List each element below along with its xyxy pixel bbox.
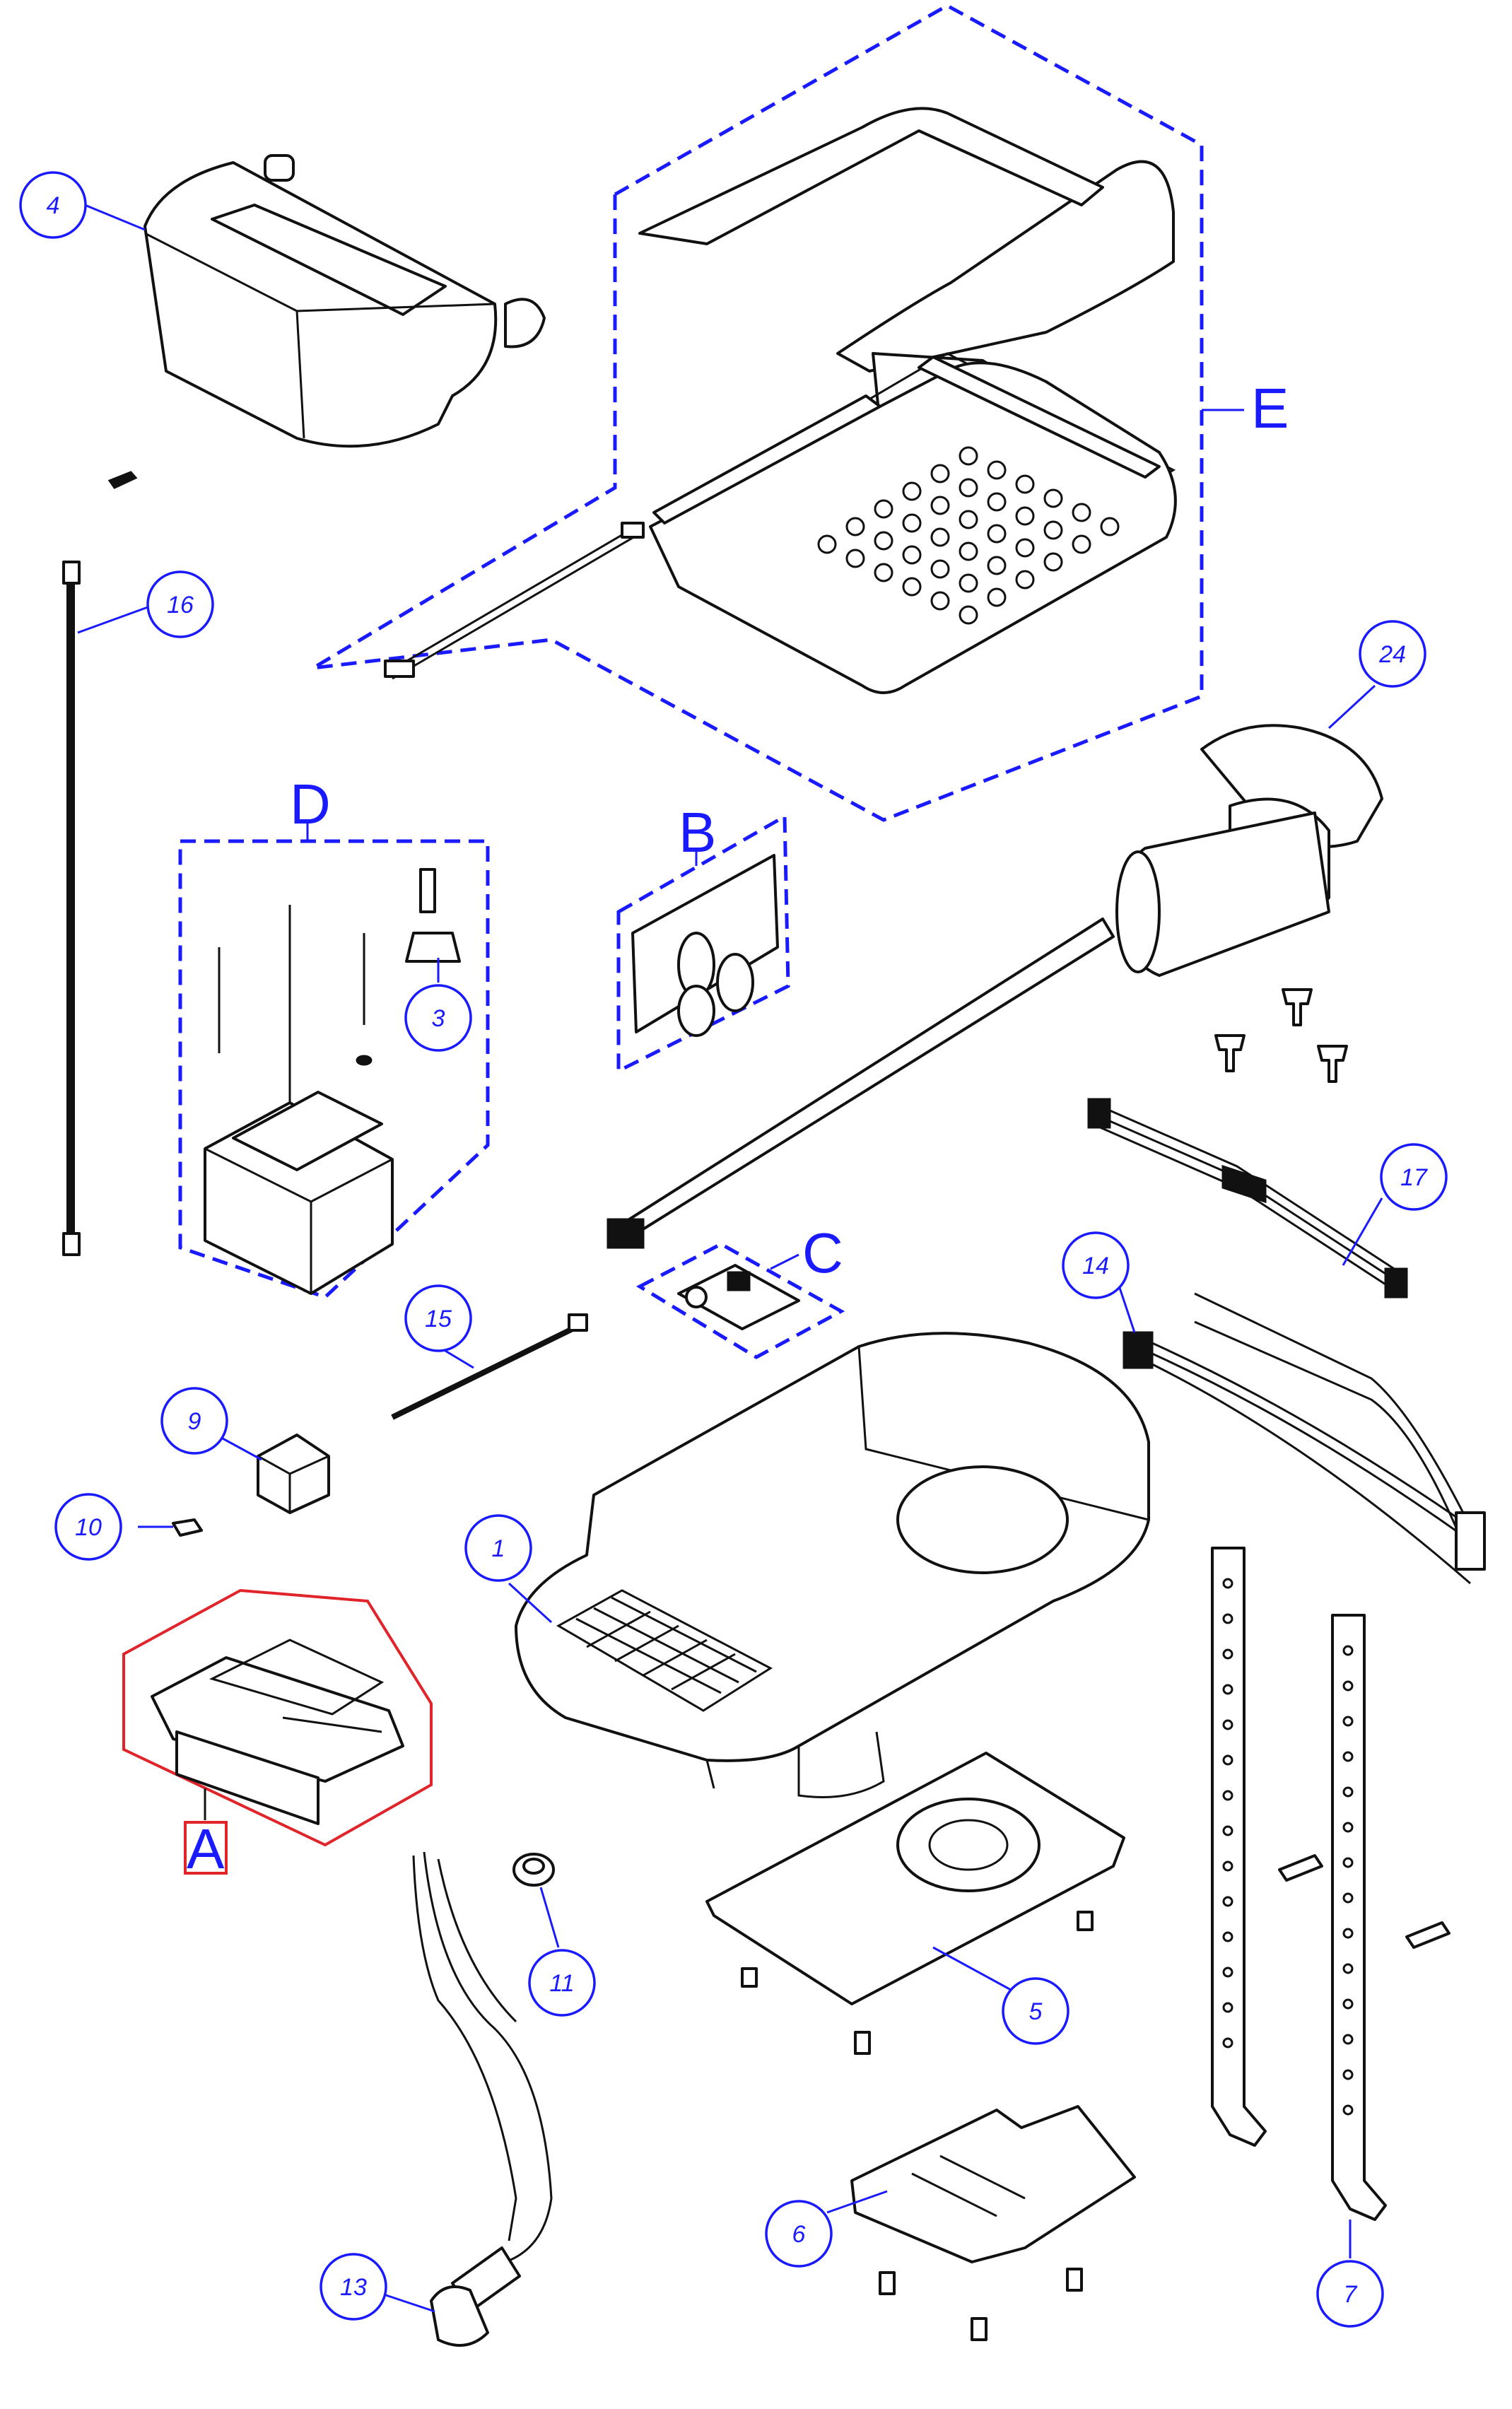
part-a-control-unit <box>151 1639 404 1825</box>
motor-screws <box>1214 988 1348 1083</box>
part-7-rails <box>1211 1547 1451 2221</box>
part-10-fuse <box>172 1518 203 1537</box>
callout-number: 4 <box>47 192 60 219</box>
callout-number: 24 <box>1378 641 1406 668</box>
part-c-board <box>677 1264 800 1330</box>
group-label-a-box <box>184 1821 228 1875</box>
callout-bubble <box>765 2200 833 2268</box>
callout-bubble <box>404 1284 472 1352</box>
part-4-cover <box>143 154 546 448</box>
callout-4: 4 <box>19 171 87 239</box>
part-d-transformer <box>204 868 461 1295</box>
callout-17: 17 <box>1380 1143 1448 1211</box>
callout-number: 6 <box>792 2221 806 2248</box>
callout-number: 13 <box>340 2274 367 2301</box>
callout-bubble <box>528 1949 596 2017</box>
callout-16: 16 <box>146 570 214 638</box>
group-label-d: D <box>290 773 331 836</box>
group-label-c: C <box>802 1221 843 1284</box>
part-11-grommet <box>512 1853 555 1887</box>
callout-number: 10 <box>75 1514 102 1541</box>
part-b-pcb <box>631 854 779 1037</box>
callout-bubble <box>404 984 472 1052</box>
callout-3: 3 <box>404 984 472 1052</box>
callout-bubble <box>1316 2260 1384 2328</box>
part-16-cable <box>62 561 81 1256</box>
callout-number: 3 <box>432 1005 445 1032</box>
callout-bubble <box>19 171 87 239</box>
part-6-bracket <box>850 2105 1136 2341</box>
group-outline-c <box>635 1242 845 1359</box>
part-24-motor <box>606 724 1383 1249</box>
callout-7: 7 <box>1316 2260 1384 2328</box>
callout-number: 14 <box>1082 1253 1109 1279</box>
callout-bubble <box>464 1514 532 1582</box>
callout-15: 15 <box>404 1284 472 1352</box>
callout-1: 1 <box>464 1514 532 1582</box>
group-outline-b <box>616 813 790 1074</box>
part-15-tie <box>391 1313 588 1420</box>
callout-bubble <box>160 1387 228 1455</box>
callout-bubble <box>1380 1143 1448 1211</box>
callout-number: 17 <box>1400 1164 1428 1191</box>
group-label-e: E <box>1251 377 1289 440</box>
group-label-a: A <box>187 1817 225 1880</box>
callout-6: 6 <box>765 2200 833 2268</box>
callout-number: 11 <box>549 1970 574 1997</box>
part-e-assembly <box>384 107 1177 694</box>
callout-number: 5 <box>1029 1998 1043 2025</box>
callout-5: 5 <box>1002 1977 1069 2045</box>
callout-11: 11 <box>528 1949 596 2017</box>
callout-13: 13 <box>320 2253 387 2321</box>
callout-14: 14 <box>1062 1231 1130 1299</box>
part-14-wires <box>1123 1292 1486 1585</box>
callout-number: 15 <box>425 1306 452 1332</box>
callout-bubble <box>54 1493 122 1561</box>
callout-bubble <box>320 2253 387 2321</box>
part-1-base <box>515 1332 1150 1798</box>
part-5-plate <box>705 1752 1125 2055</box>
callout-bubble <box>1002 1977 1069 2045</box>
group-outline-e <box>312 4 1204 822</box>
callout-number: 9 <box>188 1408 201 1435</box>
callout-bubble <box>1062 1231 1130 1299</box>
callout-bubble <box>146 570 214 638</box>
callout-24: 24 <box>1359 620 1426 688</box>
callout-bubble <box>1359 620 1426 688</box>
group-outline-d <box>178 839 490 1299</box>
callout-number: 7 <box>1344 2281 1358 2308</box>
callout-number: 1 <box>492 1535 505 1562</box>
part-17-harness <box>1087 1098 1408 1299</box>
part-13-power-cord <box>412 1851 553 2347</box>
screw-small-top-left <box>107 471 138 489</box>
group-outline-a <box>122 1588 433 1847</box>
group-label-b: B <box>679 801 716 864</box>
callout-9: 9 <box>160 1387 228 1455</box>
callout-10: 10 <box>54 1493 122 1561</box>
part-9-switch <box>257 1434 330 1514</box>
callout-number: 16 <box>167 592 194 619</box>
